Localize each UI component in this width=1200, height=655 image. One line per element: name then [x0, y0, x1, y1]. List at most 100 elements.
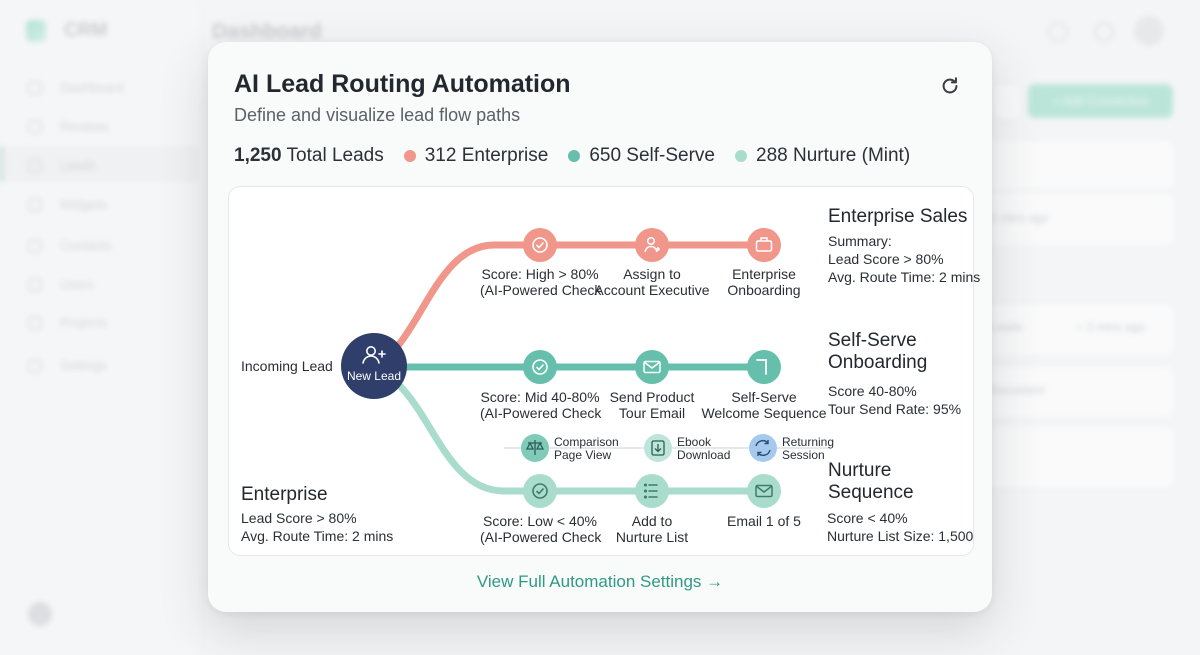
nurture-summary-line: Score < 40%: [827, 510, 908, 526]
sidebar-item-reviews[interactable]: Reviews: [28, 119, 109, 134]
folder-icon: [28, 315, 42, 330]
sidebar-item-users[interactable]: Users: [28, 277, 94, 292]
trigger-ebook[interactable]: [644, 434, 672, 462]
user-icon: [28, 277, 42, 292]
refresh-icon: [755, 440, 771, 456]
selfserve-step-2[interactable]: [635, 350, 669, 384]
welcome-flag-icon: [756, 359, 767, 375]
sidebar-item-settings[interactable]: Settings: [28, 358, 107, 373]
selfserve-step-3[interactable]: [747, 350, 781, 384]
enterprise-step-2[interactable]: [635, 228, 669, 262]
enterprise-summary-line: Summary:: [828, 233, 892, 249]
user-assign-icon: [644, 236, 660, 253]
list-icon: [643, 483, 658, 499]
nurture-dot-icon: [735, 150, 747, 162]
settings-icon[interactable]: [1048, 22, 1068, 42]
stat-total-value: 1,250: [234, 145, 282, 166]
selfserve-summary-line: Score 40-80%: [828, 383, 917, 399]
enterprise-summary-line: Avg. Route Time: 2 mins: [828, 269, 981, 285]
trigger-comparison[interactable]: [521, 434, 549, 462]
nurture-summary-line: Nurture List Size: 1,500: [827, 528, 974, 544]
incoming-lead-label: Incoming Lead: [241, 358, 333, 374]
brand: CRM: [26, 20, 107, 42]
background-card-time: 2 mins ago: [990, 211, 1049, 225]
enterprise-summary-line: Lead Score > 80%: [828, 251, 944, 267]
stat-enterprise: 312 Enterprise: [403, 145, 549, 167]
enterprise-path: [370, 241, 773, 369]
gear-icon: [28, 358, 42, 373]
enterprise-dot-icon: [403, 150, 416, 162]
briefcase-icon: [755, 237, 773, 252]
nurture-path: [370, 365, 773, 495]
trigger-returning[interactable]: [749, 434, 777, 462]
stat-nurture-label: 288 Nurture (Mint): [756, 145, 911, 166]
page-title: Dashboard: [212, 20, 322, 43]
background-card: [970, 366, 1175, 418]
background-card-title: Leads: [990, 320, 1023, 334]
selfserve-summary-line: Tour Send Rate: 95%: [828, 401, 962, 417]
sidebar-item-widgets[interactable]: Widgets: [28, 197, 107, 212]
enterprise-step-1-label: Score: High > 80%(AI-Powered Check: [480, 266, 602, 298]
filter-button[interactable]: [992, 84, 1022, 120]
check-circle-icon: [532, 483, 548, 499]
widget-icon: [28, 197, 42, 212]
refresh-icon[interactable]: [939, 75, 961, 97]
nurture-summary-title: Sequence: [828, 482, 914, 503]
stat-total-label: Total Leads: [286, 145, 384, 166]
background-card-time: + 3 mins ago: [1076, 320, 1146, 334]
enterprise-step-1[interactable]: [523, 228, 557, 262]
nurture-step-3-label: Email 1 of 5: [727, 513, 801, 529]
check-circle-icon: [532, 237, 548, 253]
brand-name: CRM: [64, 20, 108, 41]
sidebar-item-leads[interactable]: Leads: [28, 158, 95, 173]
flow-diagram: Incoming Lead New Lead Score: High > 80%…: [228, 186, 980, 556]
contacts-icon: [28, 238, 42, 253]
scale-icon: [525, 440, 545, 455]
selfserve-step-1[interactable]: [523, 350, 557, 384]
background-card: [970, 304, 1175, 356]
stat-enterprise-label: 312 Enterprise: [424, 145, 549, 166]
bottom-left-summary-line: Lead Score > 80%: [241, 510, 357, 526]
help-icon[interactable]: [28, 602, 52, 626]
users-icon: [28, 158, 42, 173]
calendar-icon: [28, 119, 42, 134]
link-label: View Full Automation Settings →: [476, 572, 724, 591]
background-card-title: Document: [990, 383, 1045, 397]
selfserve-summary-title: Onboarding: [828, 352, 928, 373]
nurture-step-1-label: Score: Low < 40%(AI-Powered Check: [480, 513, 602, 545]
sidebar-item-dashboard[interactable]: Dashboard: [28, 80, 124, 95]
view-automation-settings-link[interactable]: View Full Automation Settings →: [208, 572, 992, 592]
sidebar-item-contacts[interactable]: Contacts: [28, 238, 111, 253]
download-icon: [651, 440, 665, 456]
stat-selfserve-label: 650 Self-Serve: [589, 145, 715, 166]
enterprise-step-3[interactable]: [747, 228, 781, 262]
check-circle-icon: [532, 359, 548, 375]
add-connection-button[interactable]: + Add Connection: [1028, 84, 1173, 118]
nurture-step-3[interactable]: [747, 474, 781, 508]
hub-label: New Lead: [346, 369, 402, 383]
add-user-icon: [362, 346, 386, 364]
new-lead-hub[interactable]: [341, 333, 407, 399]
automation-modal: AI Lead Routing Automation Define and vi…: [208, 42, 992, 612]
flow-svg: [341, 228, 829, 508]
notification-bell-icon[interactable]: [1094, 22, 1114, 42]
background-card: [970, 140, 1175, 190]
stat-selfserve: 650 Self-Serve: [568, 145, 715, 167]
bottom-left-summary-title: Enterprise: [241, 484, 328, 505]
grid-icon: [28, 80, 42, 95]
nurture-step-2[interactable]: [635, 474, 669, 508]
nurture-summary-title: Nurture: [828, 460, 892, 481]
nurture-step-1[interactable]: [523, 474, 557, 508]
sidebar-active-indicator: [0, 146, 199, 182]
sidebar-item-projects[interactable]: Projects: [28, 315, 107, 330]
background-card: [970, 192, 1175, 246]
selfserve-step-1-label: Score: Mid 40-80%(AI-Powered Check: [480, 389, 602, 421]
avatar[interactable]: [1134, 16, 1164, 46]
